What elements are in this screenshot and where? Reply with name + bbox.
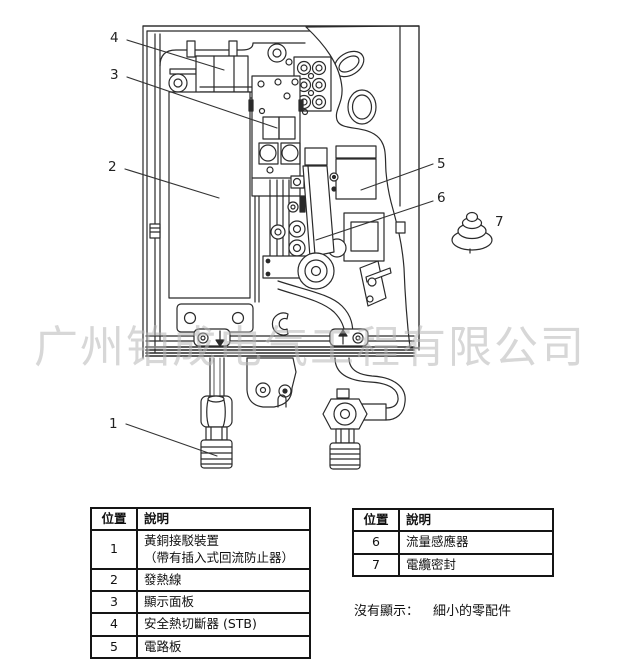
part-desc: 黃銅接駁裝置	[144, 533, 220, 549]
pipe-column	[269, 175, 306, 259]
table-header-row: 位置 說明	[352, 507, 554, 533]
water-heater-parts-diagram: 4 3 2 5 6 7 1	[108, 25, 504, 470]
column-header-position: 位置	[90, 506, 138, 532]
column-header-position: 位置	[352, 507, 400, 533]
table-row: 7 電纜密封	[352, 552, 554, 577]
inlet-pipe-assembly	[200, 357, 233, 469]
table-header-row: 位置 說明	[90, 506, 311, 532]
table-row: 3 顯示面板	[90, 589, 311, 615]
table-row: 1 黃銅接駁裝置 （帶有插入式回流防止器）	[90, 529, 311, 570]
screw-icon	[267, 43, 287, 63]
heating-element	[149, 91, 260, 347]
table-row: 6 流量感應器	[352, 530, 554, 555]
arrow-down-icon	[215, 339, 225, 347]
mounting-bracket-right	[359, 260, 392, 307]
outlet-valve-assembly	[322, 357, 406, 470]
screw-icon	[287, 201, 299, 213]
callout-3: 3	[110, 67, 119, 83]
callout-2: 2	[108, 159, 117, 175]
parts-table-6-7: 位置 說明 6 流量感應器 7 電纜密封	[352, 507, 554, 577]
table-row: 5 電路板	[90, 634, 311, 659]
screw-icon	[168, 73, 188, 93]
note-text: 細小的零配件	[433, 604, 512, 619]
cable-grommet	[451, 211, 493, 254]
cover-shell	[142, 25, 420, 351]
table-row: 4 安全熱切斷器 (STB)	[90, 612, 311, 637]
not-shown-note: 沒有顯示： 細小的零配件	[354, 600, 511, 619]
knockout-hole	[347, 89, 377, 125]
cable-hook	[271, 312, 289, 336]
table-row: 2 發熱線	[90, 567, 311, 593]
callout-5: 5	[437, 156, 446, 172]
column-header-description: 說明	[136, 506, 311, 532]
callout-7: 7	[495, 214, 504, 230]
callout-labels: 4 3 2 5 6 7 1	[108, 30, 504, 432]
circuit-board	[327, 145, 385, 262]
column-header-description: 說明	[398, 507, 554, 533]
callout-4: 4	[110, 30, 119, 46]
screw-icon	[270, 224, 286, 240]
flow-sensor	[262, 147, 335, 290]
bottom-rail	[145, 328, 415, 357]
lower-bracket	[246, 357, 297, 408]
part-desc-line2: （帶有插入式回流防止器）	[144, 549, 295, 565]
parts-table-1-5: 位置 說明 1 黃銅接駁裝置 （帶有插入式回流防止器） 2 發熱線 3 顯示面板…	[90, 506, 311, 659]
callout-1: 1	[109, 416, 118, 432]
note-label: 沒有顯示：	[354, 604, 420, 619]
leader-lines	[124, 39, 434, 457]
callout-6: 6	[437, 190, 446, 206]
